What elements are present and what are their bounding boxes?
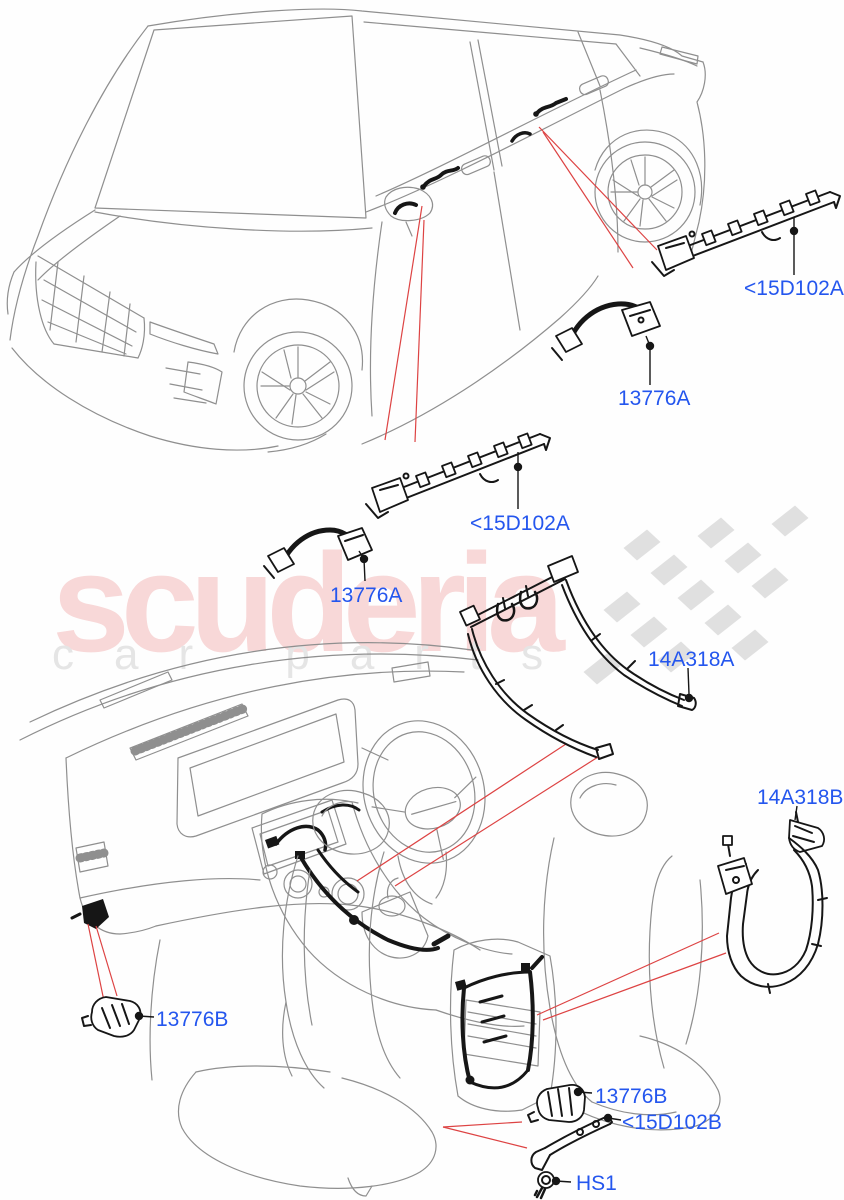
part-label-14A318A[interactable]: 14A318A — [648, 648, 735, 671]
part-drawing-lamp-cable-mid — [263, 527, 373, 579]
part-drawing-harness-rail-upper — [651, 189, 841, 277]
part-drawing-lamp-bracket-b — [530, 1115, 613, 1171]
part-drawing-lamp-cable-upper — [551, 301, 661, 361]
part-label-13776B-right[interactable]: 13776B — [595, 1085, 668, 1108]
part-label-13776A-mid[interactable]: 13776A — [330, 584, 403, 607]
part-drawing-footwell-lamp-b1 — [81, 996, 142, 1038]
part-drawing-harness-rail-mid — [365, 432, 551, 519]
door-harness-glyphs — [393, 97, 568, 215]
part-label-HS1[interactable]: HS1 — [576, 1172, 617, 1195]
rear-console-harness-glyph — [455, 955, 544, 1090]
label-leader-lines — [134, 218, 799, 1186]
part-label-15D102A-mid[interactable]: <15D102A — [470, 512, 570, 535]
watermark-tagline: car parts — [52, 630, 584, 679]
part-label-13776B-left[interactable]: 13776B — [156, 1008, 229, 1031]
part-drawing-console-frame-b — [717, 811, 828, 994]
red-leader-lines — [87, 126, 727, 1149]
console-harness-glyph — [70, 803, 451, 952]
watermark-brand: scuderia — [52, 524, 565, 681]
part-label-15D102A-upper[interactable]: <15D102A — [744, 277, 844, 300]
front-seats-drawing — [177, 771, 721, 1197]
part-drawing-screw-hs1 — [533, 1171, 555, 1200]
part-drawing-console-harness-a — [459, 555, 697, 760]
part-drawing-footwell-lamp-b2 — [527, 1084, 586, 1123]
part-label-15D102B[interactable]: <15D102B — [622, 1111, 722, 1134]
vehicle-exterior-drawing — [6, 8, 706, 453]
part-label-13776A-upper[interactable]: 13776A — [618, 387, 691, 410]
checkered-flag-watermark — [583, 505, 809, 685]
part-label-14A318B[interactable]: 14A318B — [757, 786, 844, 809]
